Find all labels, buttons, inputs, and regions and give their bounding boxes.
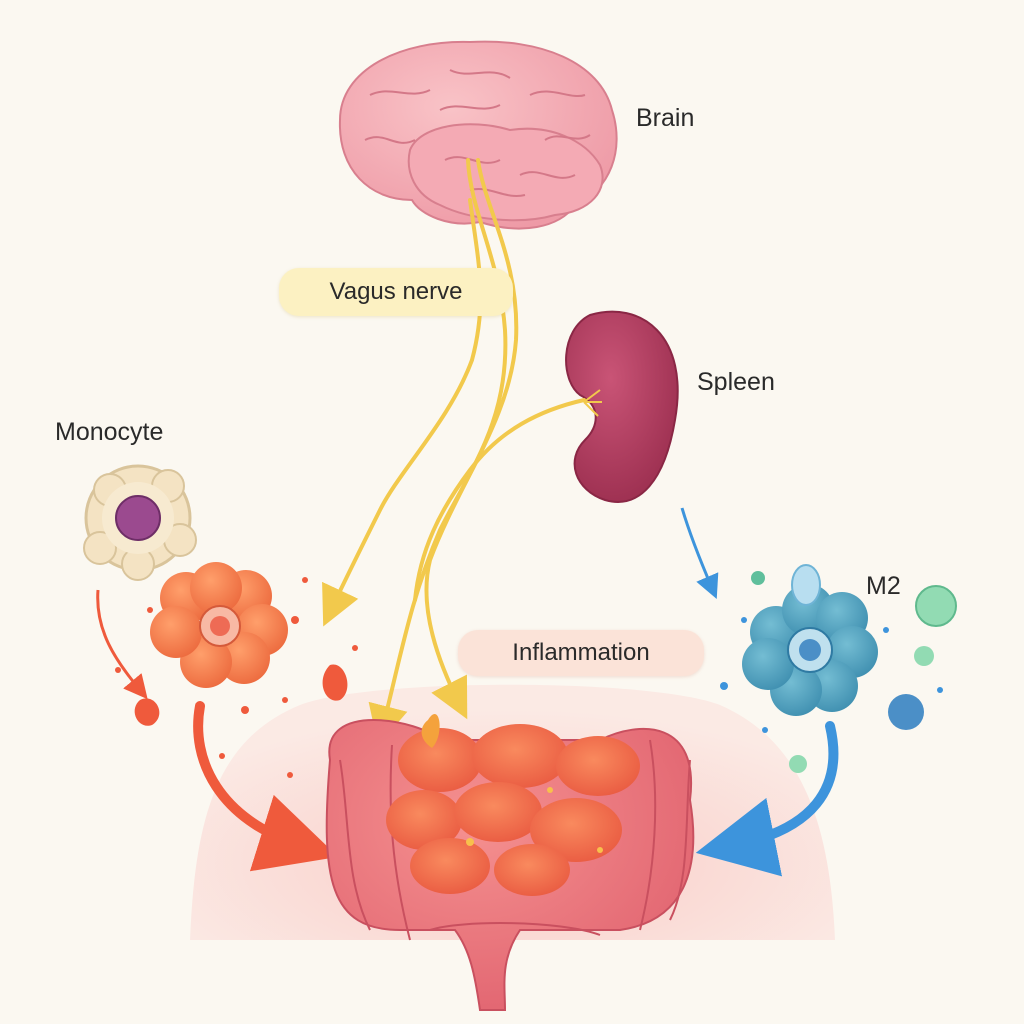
vagus-nerve-label: Vagus nerve bbox=[279, 268, 513, 316]
pro-inflammatory-arrow bbox=[193, 701, 339, 872]
spleen-illustration bbox=[565, 310, 679, 503]
monocyte-label: Monocyte bbox=[55, 418, 164, 446]
spleen-hilum bbox=[583, 389, 602, 417]
m2-macrophage-cell bbox=[742, 564, 878, 716]
monocyte-migration-arrow bbox=[96, 589, 148, 700]
spleen-label: Spleen bbox=[697, 368, 775, 396]
inflammation-label: Inflammation bbox=[458, 630, 704, 676]
inflammatory-particles bbox=[115, 577, 358, 778]
spleen-to-m2-arrow bbox=[680, 507, 719, 600]
anti-inflammatory-particles bbox=[720, 571, 957, 773]
anti-inflammatory-arrow bbox=[695, 721, 839, 877]
brain-illustration bbox=[338, 40, 618, 230]
m2-label: M2 bbox=[866, 572, 901, 600]
inflammatory-cell-cluster bbox=[150, 562, 288, 688]
monocyte-cell bbox=[83, 464, 197, 581]
brain-label: Brain bbox=[636, 104, 695, 132]
inflamed-bowel-region bbox=[386, 713, 640, 896]
